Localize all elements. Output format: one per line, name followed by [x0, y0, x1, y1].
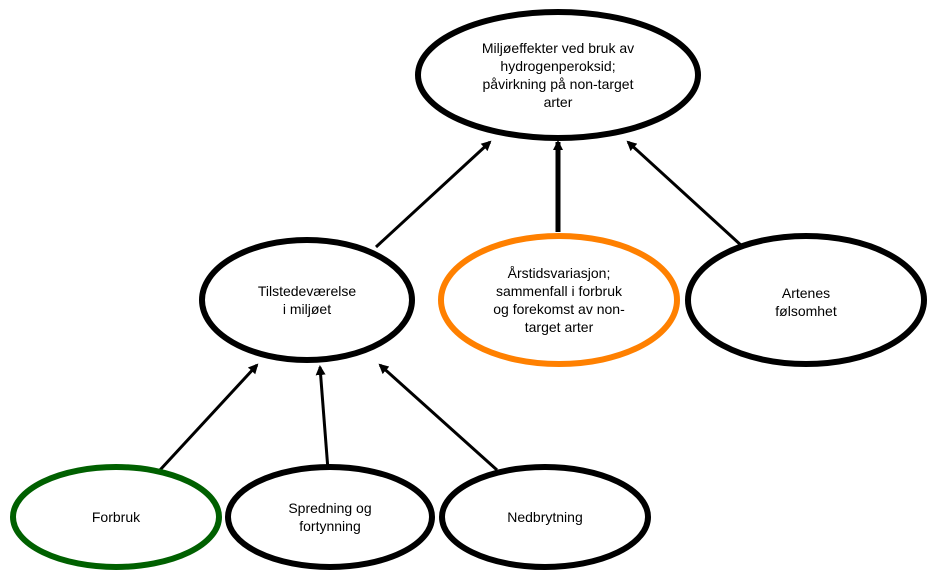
- node-degradation-label: Nedbrytning: [507, 509, 583, 525]
- node-usage-shape: [10, 464, 222, 570]
- node-presence-shape: [199, 237, 415, 363]
- arrow-usage-presence: [158, 363, 259, 472]
- node-sensitivity-label: Artenes følsomhet: [775, 285, 837, 319]
- node-season-label: Årstidsvariasjon; sammenfall i forbruk o…: [493, 265, 625, 335]
- node-spread-label: Spredning og fortynning: [288, 500, 372, 534]
- node-root-label: Miljøeffekter ved bruk av hydrogenperoks…: [481, 40, 635, 110]
- arrow-spread-presence: [315, 365, 330, 471]
- arrow-degradation-presence: [378, 363, 499, 472]
- node-spread-shape: [225, 464, 435, 570]
- node-sensitivity-shape: [685, 233, 927, 367]
- arrow-sensitivity-root: [626, 140, 745, 249]
- node-usage-label: Forbruk: [91, 509, 141, 525]
- node-degradation-shape: [439, 464, 651, 570]
- arrow-presence-root: [374, 140, 492, 249]
- node-presence-label: Tilstedeværelse i miljøet: [257, 283, 357, 317]
- node-root-shape: [415, 9, 701, 141]
- node-season-shape: [438, 233, 680, 367]
